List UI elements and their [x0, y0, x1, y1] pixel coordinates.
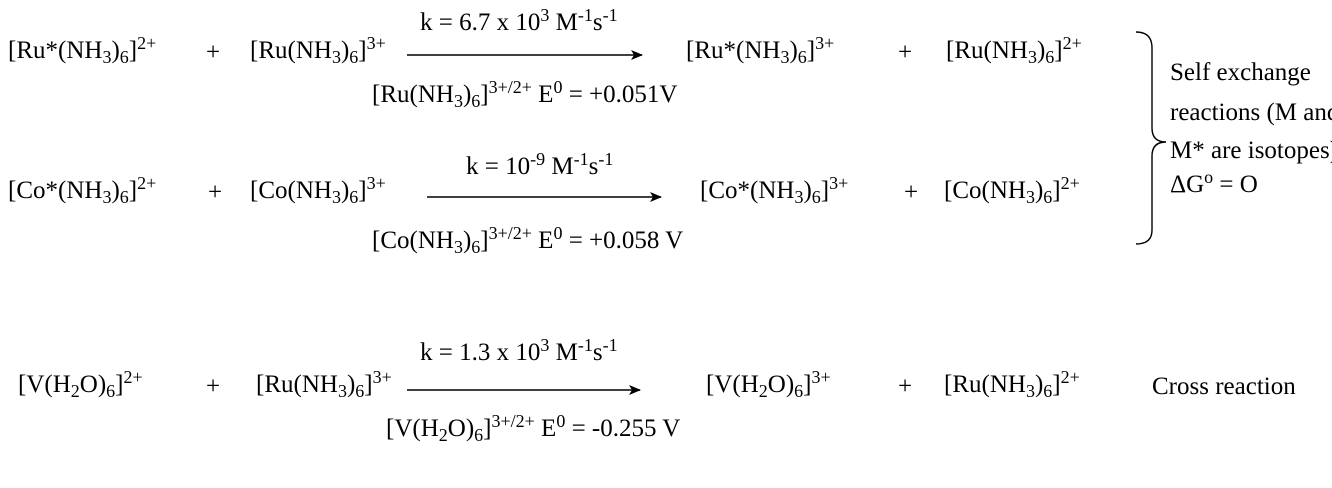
ru-plus-1: + [206, 39, 221, 66]
ru-reactant-b: [Ru(NH3)6]3+ [250, 33, 386, 68]
cross-reactant-a: [V(H2O)6]2+ [18, 367, 143, 402]
ru-rate-constant: k = 6.7 x 103 M-1s-1 [420, 5, 618, 36]
ru-product-a: [Ru*(NH3)6]3+ [686, 33, 835, 68]
cross-reactant-b: [Ru(NH3)6]3+ [256, 367, 392, 402]
cross-product-b: [Ru(NH3)6]2+ [944, 367, 1080, 402]
cross-potential: [V(H2O)6]3+/2+ E0 = -0.255 V [386, 411, 681, 446]
note-delta-g: ΔGo = O [1170, 167, 1258, 198]
ru-plus-2: + [898, 39, 913, 66]
cross-product-a: [V(H2O)6]3+ [706, 367, 831, 402]
co-reactant-b: [Co(NH3)6]3+ [250, 173, 386, 208]
note-line-3: M* are isotopes). [1170, 137, 1332, 164]
ru-reactant-a: [Ru*(NH3)6]2+ [8, 33, 157, 68]
cross-plus-1: + [206, 373, 221, 400]
self-exchange-brace [1135, 31, 1167, 245]
co-reactant-a: [Co*(NH3)6]2+ [8, 173, 157, 208]
co-rate-constant: k = 10-9 M-1s-1 [466, 149, 614, 180]
cross-rate-constant: k = 1.3 x 103 M-1s-1 [420, 335, 618, 366]
cross-plus-2: + [898, 373, 913, 400]
ru-product-b: [Ru(NH3)6]2+ [946, 33, 1082, 68]
co-product-b: [Co(NH3)6]2+ [944, 173, 1080, 208]
ru-potential: [Ru(NH3)6]3+/2+ E0 = +0.051V [372, 77, 678, 112]
co-plus-2: + [904, 179, 919, 206]
co-plus-1: + [208, 179, 223, 206]
note-line-2: reactions (M and [1170, 99, 1332, 126]
co-product-a: [Co*(NH3)6]3+ [700, 173, 849, 208]
cross-reaction-label: Cross reaction [1152, 373, 1296, 400]
note-line-1: Self exchange [1170, 59, 1311, 86]
co-potential: [Co(NH3)6]3+/2+ E0 = +0.058 V [372, 223, 684, 258]
